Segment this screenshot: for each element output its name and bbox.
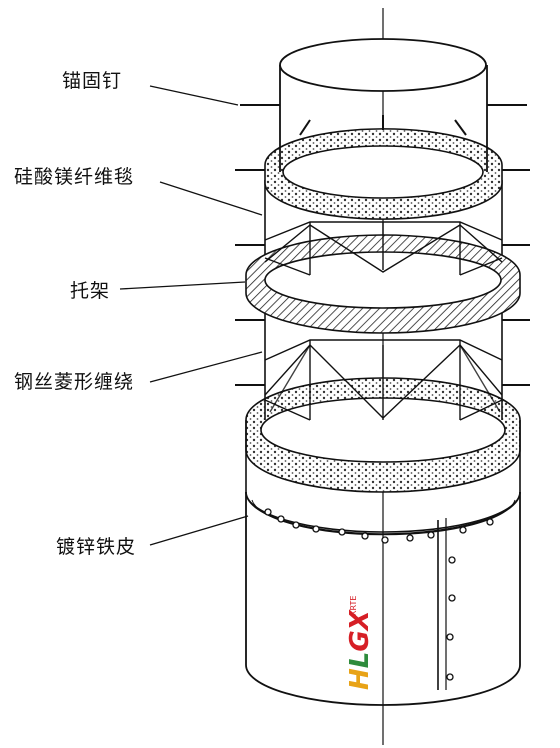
lower-wire-wrap <box>264 339 503 421</box>
label-insulation-blanket: 硅酸镁纤维毯 <box>14 166 135 188</box>
logo-letter: G <box>345 630 375 651</box>
upper-wire-wrap <box>264 221 503 276</box>
logo-letter: L <box>345 652 375 669</box>
logo-letter: X <box>345 608 375 632</box>
label-galvanized-sheet: 镀锌铁皮 <box>56 536 137 558</box>
label-wire-wrap: 钢丝菱形缠绕 <box>14 371 135 393</box>
inner-pipe-opening <box>279 38 487 92</box>
label-anchor-nail: 锚固钉 <box>62 70 123 92</box>
logo-letter: H <box>345 668 375 690</box>
anchor-nails <box>235 104 530 386</box>
logo-small-text: XRTE <box>349 596 358 616</box>
logo-main-text: HLGX <box>345 608 375 690</box>
galvanized-sheet-cylinder <box>245 492 521 706</box>
rivets <box>264 508 494 681</box>
label-bracket: 托架 <box>70 280 111 302</box>
leader-lines <box>119 85 263 546</box>
hlgx-logo: HLGX XRTE <box>345 596 375 690</box>
inner-pipe <box>279 65 488 172</box>
